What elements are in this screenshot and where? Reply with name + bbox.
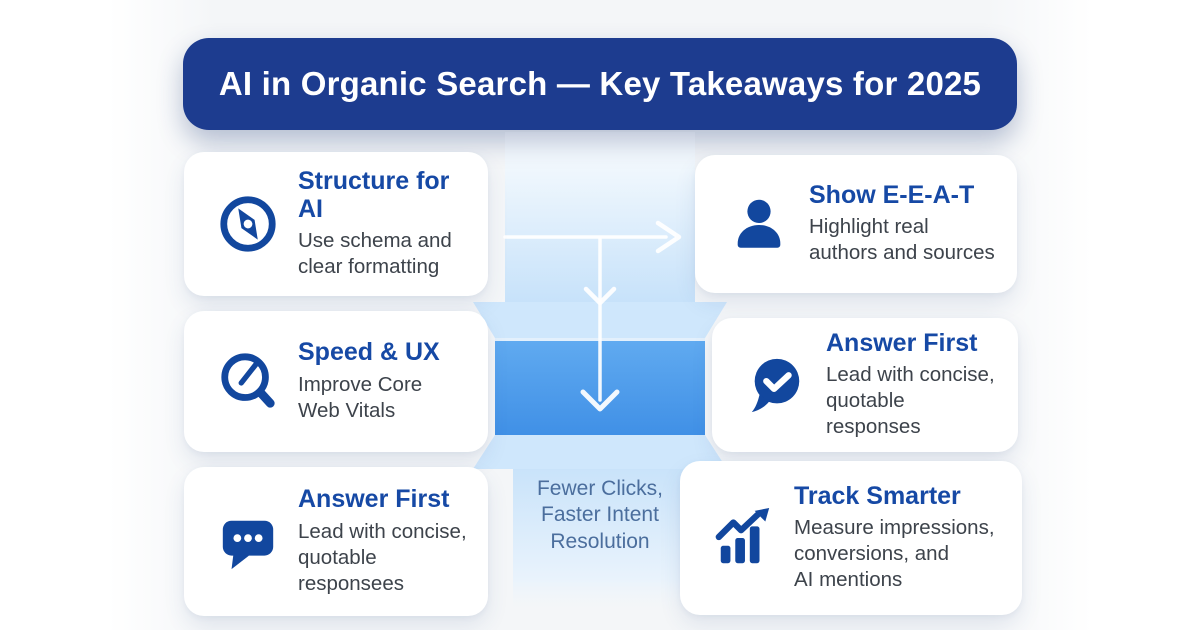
flow-arrow-down-mid-chevron [583,286,617,306]
card-title: Structure for AI [298,167,450,223]
page-title: AI in Organic Search — Key Takeaways for… [218,65,982,102]
gauge-icon [217,351,279,413]
card-body: Improve Core Web Vitals [298,372,423,422]
card-body: Use schema and clear formatting [298,229,452,278]
card-body: Lead with concise, quotable responsees [298,519,467,595]
card-title: Track Smarter [794,481,961,510]
card-show-eeat: Show E-E-A-T Highlight real authors and … [695,155,1017,293]
funnel-bottom-column [513,469,687,616]
funnel-graphic [473,132,727,616]
compass-icon [217,193,279,255]
card-body: Highlight real authors and sources [809,215,995,265]
funnel-lower-collar [473,435,727,469]
card-body: Lead with concise, quotable responses [826,363,995,439]
title-banner: AI in Organic Search — Key Takeaways for… [183,38,1017,130]
card-body: Measure impressions, conversions, and AI… [794,516,995,592]
card-title: Answer First [826,328,978,357]
card-track-smarter: Track Smarter Measure impressions, conve… [680,461,1022,615]
card-title: Answer First [298,485,450,514]
chart-bar-arrow-icon [713,507,775,569]
funnel-caption: Fewer Clicks, Faster Intent Resolution [536,477,663,553]
flow-arrows [503,220,682,412]
chat-dots-icon [217,511,279,573]
card-speed-ux: Speed & UX Improve Core Web Vitals [184,311,488,452]
card-title: Show E-E-A-T [809,180,975,209]
card-structure-for-ai: Structure for AI Use schema and clear fo… [184,152,488,296]
flow-arrow-down-head [580,389,620,412]
person-icon [728,193,790,255]
card-answer-first-2: Answer First Lead with concise, quotable… [184,467,488,616]
flow-arrow-right-head [655,220,682,254]
chat-check-icon [745,354,807,416]
card-answer-first: Answer First Lead with concise, quotable… [712,318,1018,452]
card-title: Speed & UX [298,338,440,367]
